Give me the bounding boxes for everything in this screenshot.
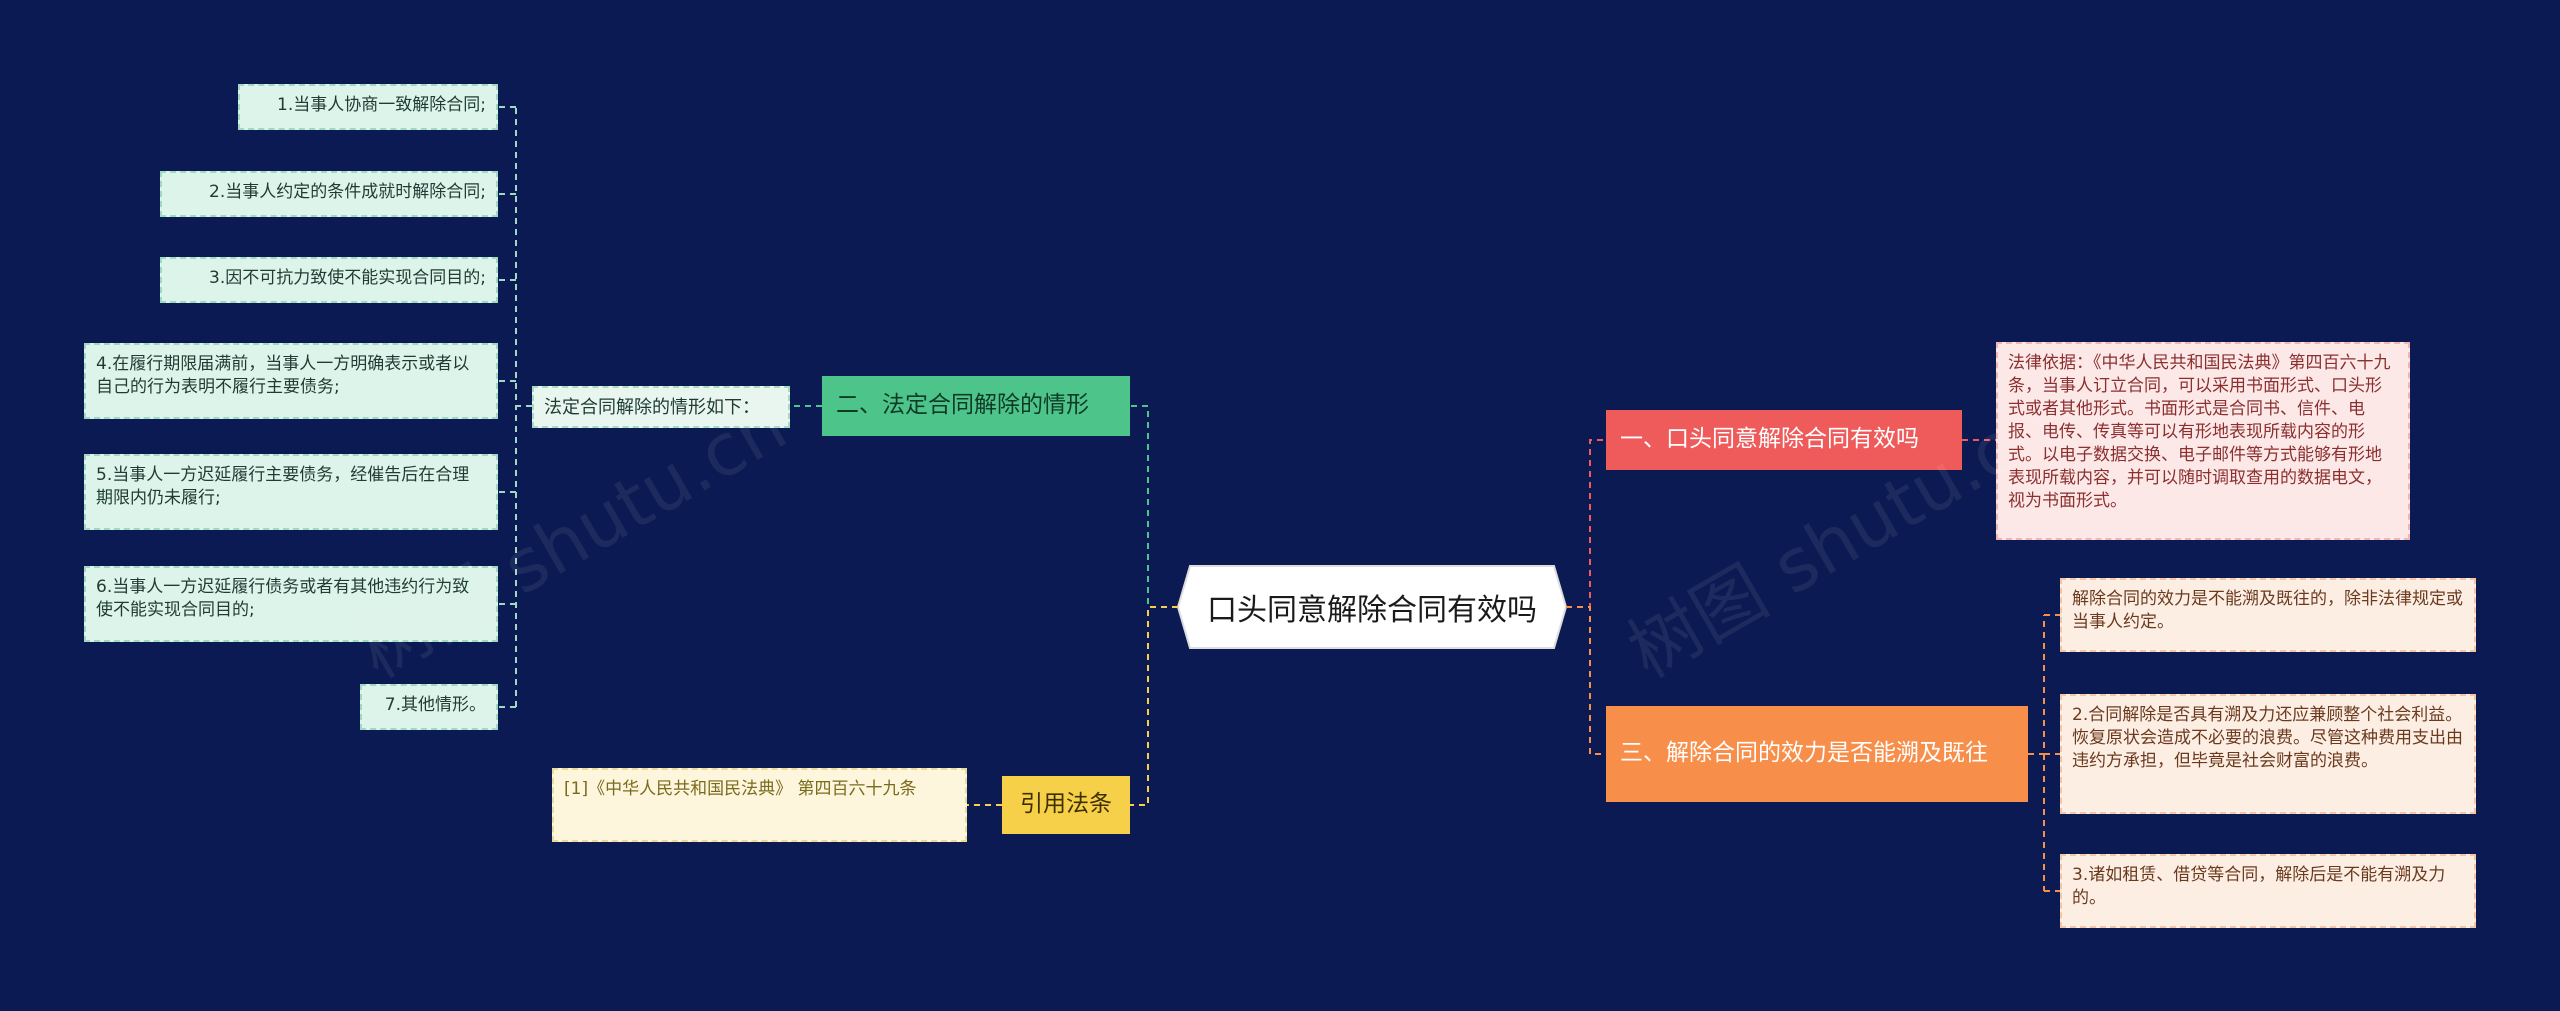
list-item[interactable]: 6.当事人一方迟延履行债务或者有其他违约行为致使不能实现合同目的; (84, 566, 498, 642)
list-item[interactable]: 解除合同的效力是不能溯及既往的，除非法律规定或当事人约定。 (2060, 578, 2476, 652)
list-item[interactable]: 3.诸如租赁、借贷等合同，解除后是不能有溯及力的。 (2060, 854, 2476, 928)
list-item[interactable]: 7.其他情形。 (360, 684, 498, 730)
root-shape (1176, 565, 1568, 649)
wire-root-b1 (1566, 439, 1606, 608)
wire-root-b2 (1130, 405, 1178, 608)
list-item[interactable]: 3.因不可抗力致使不能实现合同目的; (160, 257, 498, 303)
list-item[interactable]: [1]《中华人民共和国民法典》 第四百六十九条 (552, 768, 967, 842)
list-item[interactable]: 5.当事人一方迟延履行主要债务，经催告后在合理期限内仍未履行; (84, 454, 498, 530)
list-item[interactable]: 2.合同解除是否具有溯及力还应兼顾整个社会利益。恢复原状会造成不必要的浪费。尽管… (2060, 694, 2476, 814)
branch-label: 一、口头同意解除合同有效吗 (1620, 426, 1919, 453)
branch-label: 引用法条 (1020, 791, 1112, 818)
branch-cited-law[interactable]: 引用法条 (1002, 776, 1130, 834)
wire-sub-items (515, 107, 532, 707)
list-item[interactable]: 1.当事人协商一致解除合同; (238, 84, 498, 130)
wire-root-ref (1130, 606, 1178, 806)
list-item[interactable]: 法律依据：《中华人民共和国民法典》第四百六十九条，当事人订立合同，可以采用书面形… (1996, 342, 2410, 540)
branch-legal-termination[interactable]: 二、法定合同解除的情形 (822, 376, 1130, 436)
branch-retroactive-effect[interactable]: 三、解除合同的效力是否能溯及既往 (1606, 706, 2028, 802)
list-item[interactable]: 2.当事人约定的条件成就时解除合同; (160, 171, 498, 217)
list-item[interactable]: 4.在履行期限届满前，当事人一方明确表示或者以自己的行为表明不履行主要债务; (84, 343, 498, 419)
branch-label: 二、法定合同解除的情形 (836, 392, 1089, 419)
wire-root-b3 (1566, 606, 1606, 755)
branch-oral-consent[interactable]: 一、口头同意解除合同有效吗 (1606, 410, 1962, 470)
sub-node-intro[interactable]: 法定合同解除的情形如下： (532, 386, 790, 428)
branch-label: 三、解除合同的效力是否能溯及既往 (1620, 740, 1988, 767)
wire-b3-items (2028, 615, 2045, 891)
